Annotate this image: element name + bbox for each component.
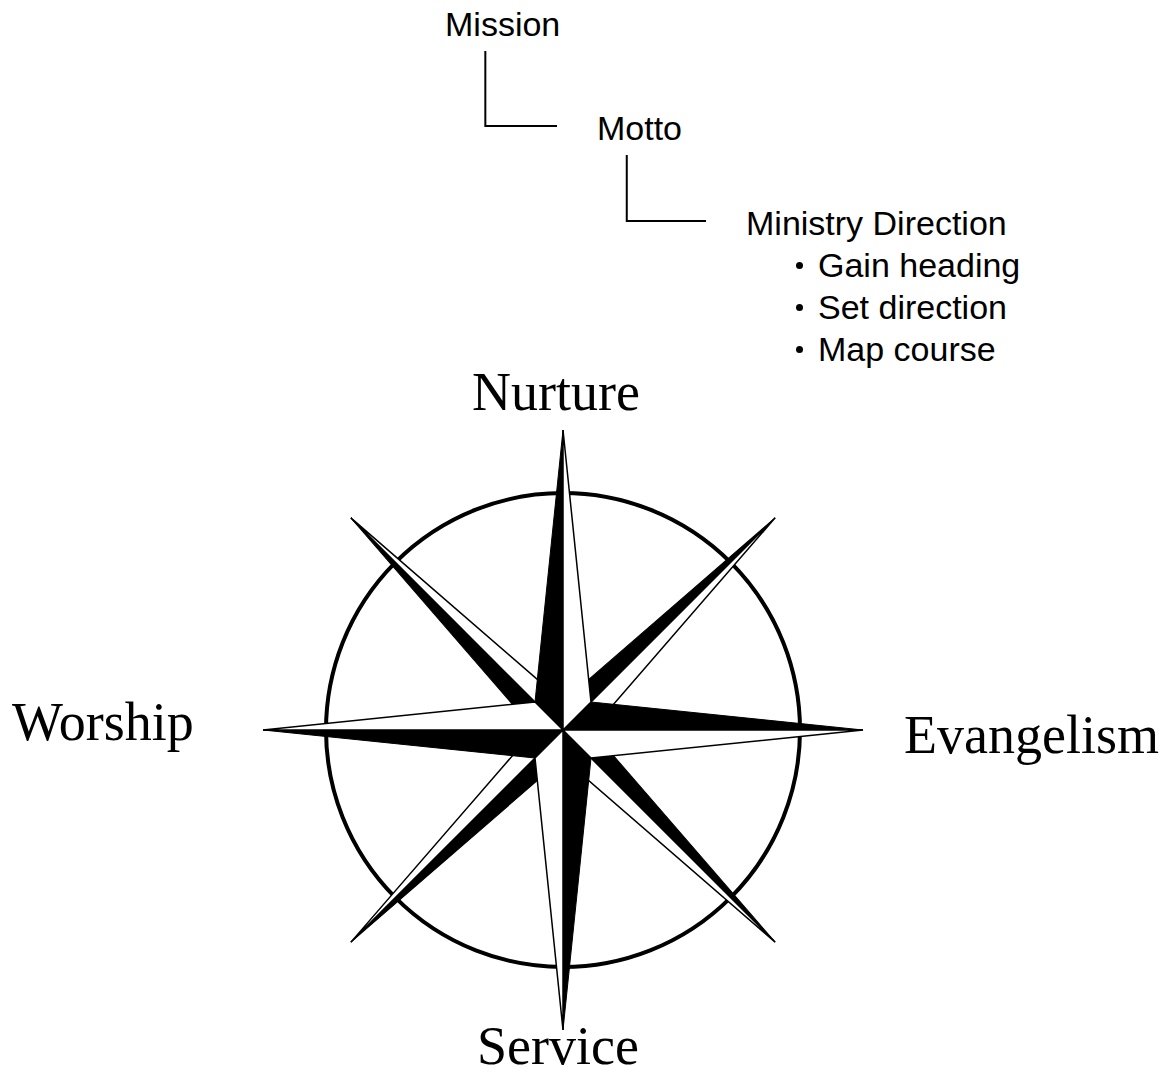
hierarchy-connector xyxy=(627,155,706,221)
compass-label: Service xyxy=(477,1019,639,1073)
bullet-item: Set direction xyxy=(796,286,1020,328)
hierarchy-connector xyxy=(485,51,557,126)
compass-label: Worship xyxy=(12,695,194,749)
bullet-text: Gain heading xyxy=(818,246,1020,284)
bullet-dot xyxy=(796,346,803,353)
hierarchy-heading: Ministry Direction xyxy=(746,202,1020,244)
bullet-text: Set direction xyxy=(818,288,1007,326)
compass-label: Evangelism xyxy=(904,708,1159,762)
hierarchy-heading: Motto xyxy=(597,107,682,149)
hierarchy-item: Motto xyxy=(597,107,682,149)
bullet-item: Map course xyxy=(796,328,1020,370)
bullet-dot xyxy=(796,262,803,269)
compass-label: Nurture xyxy=(472,365,640,419)
direction-list: Ministry DirectionGain headingSet direct… xyxy=(746,202,1020,370)
bullet-dot xyxy=(796,304,803,311)
hierarchy-item: Mission xyxy=(445,3,560,45)
hierarchy-heading: Mission xyxy=(445,3,560,45)
bullet-item: Gain heading xyxy=(796,244,1020,286)
bullet-text: Map course xyxy=(818,330,996,368)
